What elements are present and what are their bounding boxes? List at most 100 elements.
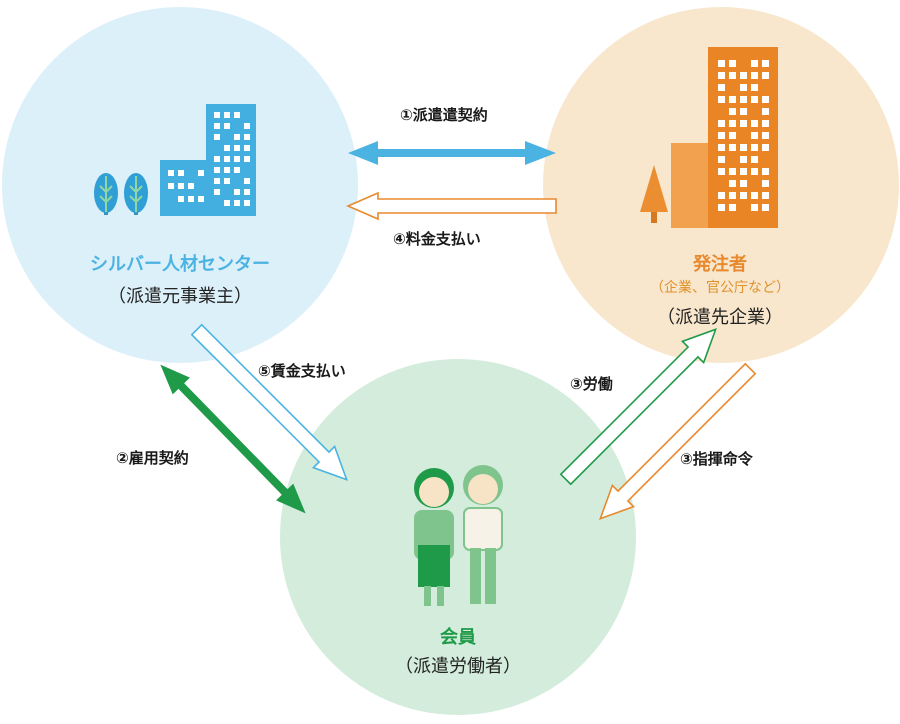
- window: [244, 200, 250, 206]
- window: [214, 189, 220, 195]
- client-subtitle: （派遣先企業）: [657, 307, 783, 328]
- window: [740, 168, 747, 175]
- client-note: （企業、官公庁など）: [650, 280, 790, 296]
- window: [718, 204, 725, 211]
- window: [198, 170, 204, 176]
- window: [718, 72, 725, 79]
- window: [234, 134, 240, 140]
- window: [740, 192, 747, 199]
- window: [740, 144, 747, 151]
- window: [224, 200, 230, 206]
- window: [244, 156, 250, 162]
- window: [244, 134, 250, 140]
- window: [751, 72, 758, 79]
- window: [762, 204, 769, 211]
- window: [718, 132, 725, 139]
- window: [178, 196, 184, 202]
- window: [718, 168, 725, 175]
- window: [214, 112, 220, 118]
- window: [762, 96, 769, 103]
- employment-contract-double-arrow: [160, 364, 306, 514]
- window: [718, 96, 725, 103]
- man-person-icon: [463, 465, 503, 604]
- window: [234, 112, 240, 118]
- employment-contract-label: ②雇用契約: [116, 449, 189, 467]
- window: [224, 123, 230, 129]
- window: [762, 60, 769, 67]
- window: [762, 168, 769, 175]
- window: [718, 156, 725, 163]
- window: [224, 156, 230, 162]
- tree-icon: [124, 173, 148, 215]
- window: [198, 196, 204, 202]
- window: [729, 96, 736, 103]
- window: [729, 204, 736, 211]
- window: [762, 192, 769, 199]
- window: [718, 144, 725, 151]
- window: [762, 120, 769, 127]
- window: [729, 180, 736, 187]
- window: [740, 84, 747, 91]
- silver-center-subtitle: （派遣元事業主）: [108, 286, 252, 307]
- member-title: 会員: [440, 627, 476, 648]
- window: [224, 145, 230, 151]
- window: [718, 120, 725, 127]
- woman-person-icon: [414, 468, 454, 606]
- window: [729, 144, 736, 151]
- window: [751, 84, 758, 91]
- tree-icon: [640, 165, 668, 223]
- window: [168, 183, 174, 189]
- window: [751, 168, 758, 175]
- window: [762, 180, 769, 187]
- window: [178, 183, 184, 189]
- window: [751, 132, 758, 139]
- window: [718, 192, 725, 199]
- window: [729, 60, 736, 67]
- office-building-icon: [160, 104, 256, 216]
- window: [729, 108, 736, 115]
- dispatch-contract-label: ①派遣遣契約: [400, 106, 488, 124]
- window: [244, 145, 250, 151]
- window: [224, 167, 230, 173]
- member-circle: [280, 359, 636, 715]
- window: [168, 170, 174, 176]
- window: [751, 156, 758, 163]
- window: [214, 167, 220, 173]
- window: [188, 196, 194, 202]
- window: [234, 145, 240, 151]
- tree-icon: [94, 173, 118, 215]
- command-label: ③指揮命令: [680, 450, 753, 468]
- window: [729, 192, 736, 199]
- window: [214, 156, 220, 162]
- fee-payment-label: ④料金支払い: [393, 230, 481, 248]
- window: [751, 60, 758, 67]
- window: [234, 167, 240, 173]
- window: [729, 72, 736, 79]
- labor-label: ③労働: [570, 375, 613, 393]
- window: [244, 123, 250, 129]
- window: [729, 168, 736, 175]
- window: [178, 170, 184, 176]
- window: [234, 156, 240, 162]
- window: [224, 112, 230, 118]
- client-title: 発注者: [693, 254, 747, 275]
- wage-payment-arrow: [190, 323, 348, 481]
- window: [718, 60, 725, 67]
- window: [729, 120, 736, 127]
- window: [234, 200, 240, 206]
- silver-center-title: シルバー人材センター: [90, 254, 270, 275]
- window: [751, 144, 758, 151]
- office-building-icon: [671, 47, 778, 228]
- labor-arrow: [559, 328, 717, 486]
- window: [214, 123, 220, 129]
- command-arrow: [599, 362, 757, 520]
- window: [188, 183, 194, 189]
- window: [751, 192, 758, 199]
- window: [740, 108, 747, 115]
- window: [762, 72, 769, 79]
- window: [214, 178, 220, 184]
- fee-payment-arrow: [345, 191, 557, 221]
- window: [762, 108, 769, 115]
